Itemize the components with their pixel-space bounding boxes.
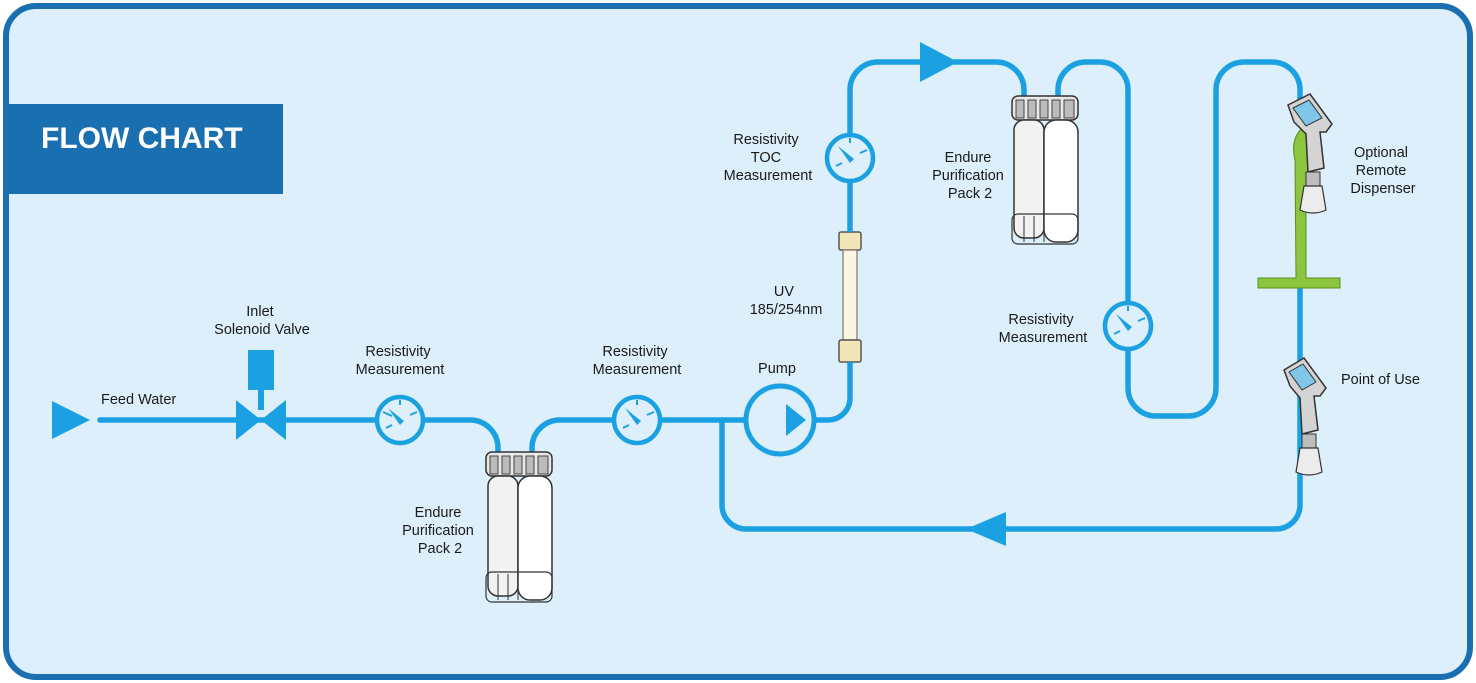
flow-arrow-icon: [966, 512, 1006, 546]
gauge-icon: [824, 132, 876, 184]
gauge-icon: [1102, 300, 1154, 352]
label-inlet-valve: Inlet Solenoid Valve: [214, 304, 310, 338]
filter-cartridge-icon: [1011, 95, 1079, 245]
label-pump: Pump: [758, 361, 796, 377]
label-resistivity-3: Resistivity Measurement: [999, 312, 1088, 346]
pipe-return-loop: [719, 282, 1303, 532]
title-background: [9, 104, 283, 194]
flow-arrows: [52, 42, 1006, 546]
uv-lamp-icon: [838, 222, 862, 372]
pipe-pack1-to-pump: [529, 417, 751, 461]
flow-arrow-icon: [920, 42, 958, 82]
pipe-feed-to-pack1: [97, 417, 501, 461]
label-point-of-use: Point of Use: [1341, 372, 1420, 388]
labels: Feed Water Inlet Solenoid Valve Resistiv…: [101, 132, 1420, 557]
page-title: FLOW CHART: [41, 122, 243, 155]
flow-arrow-icon: [52, 401, 90, 439]
gauges: [374, 132, 1154, 446]
diagram-panel: [3, 3, 1473, 680]
label-uv: UV 185/254nm: [750, 284, 823, 318]
label-feed-water: Feed Water: [101, 392, 176, 408]
pump-icon: [743, 383, 817, 457]
filter-cartridge-icon: [485, 451, 553, 603]
gauge-icon: [374, 394, 426, 446]
label-pack-2: Endure Purification Pack 2: [932, 150, 1008, 202]
dispenser-gun-icon: [1283, 357, 1327, 476]
solenoid-valve-icon: [236, 350, 286, 440]
gauge-icon: [611, 394, 663, 446]
pipe-pack2-to-dispenser: [1055, 59, 1303, 419]
label-remote-dispenser: Optional Remote Dispenser: [1350, 145, 1415, 197]
label-resistivity-1: Resistivity Measurement: [356, 344, 445, 378]
pipe-pump-to-pack2: [809, 59, 1027, 423]
dispenser-gun-icon: [1287, 93, 1333, 214]
label-resistivity-2: Resistivity Measurement: [593, 344, 682, 378]
label-resistivity-toc: Resistivity TOC Measurement: [724, 132, 813, 184]
title-banner: FLOW CHART: [9, 104, 283, 194]
pipes: [97, 59, 1303, 532]
label-pack-1: Endure Purification Pack 2: [402, 505, 478, 557]
